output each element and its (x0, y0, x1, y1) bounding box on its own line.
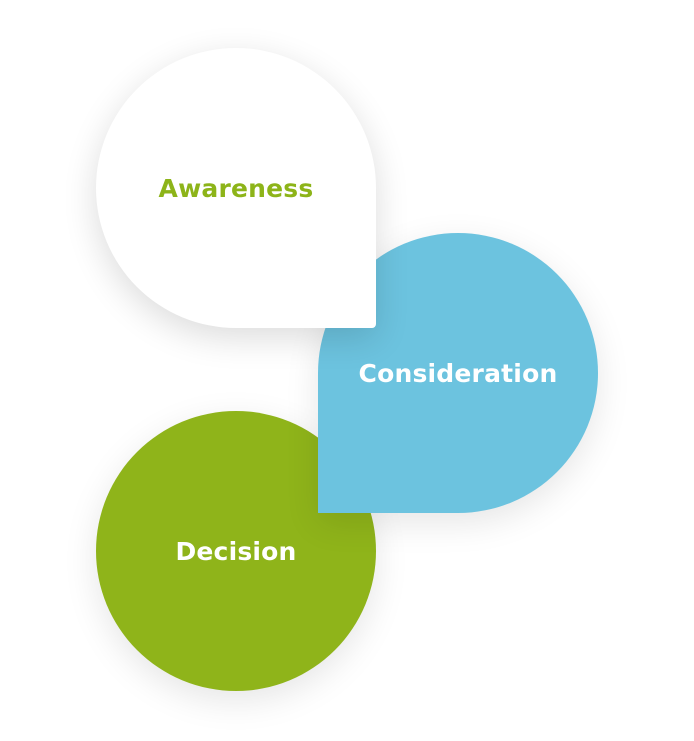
awareness-stage: Awareness (96, 48, 376, 328)
decision-label: Decision (175, 536, 297, 566)
consideration-label: Consideration (358, 358, 558, 388)
awareness-label: Awareness (158, 173, 314, 203)
